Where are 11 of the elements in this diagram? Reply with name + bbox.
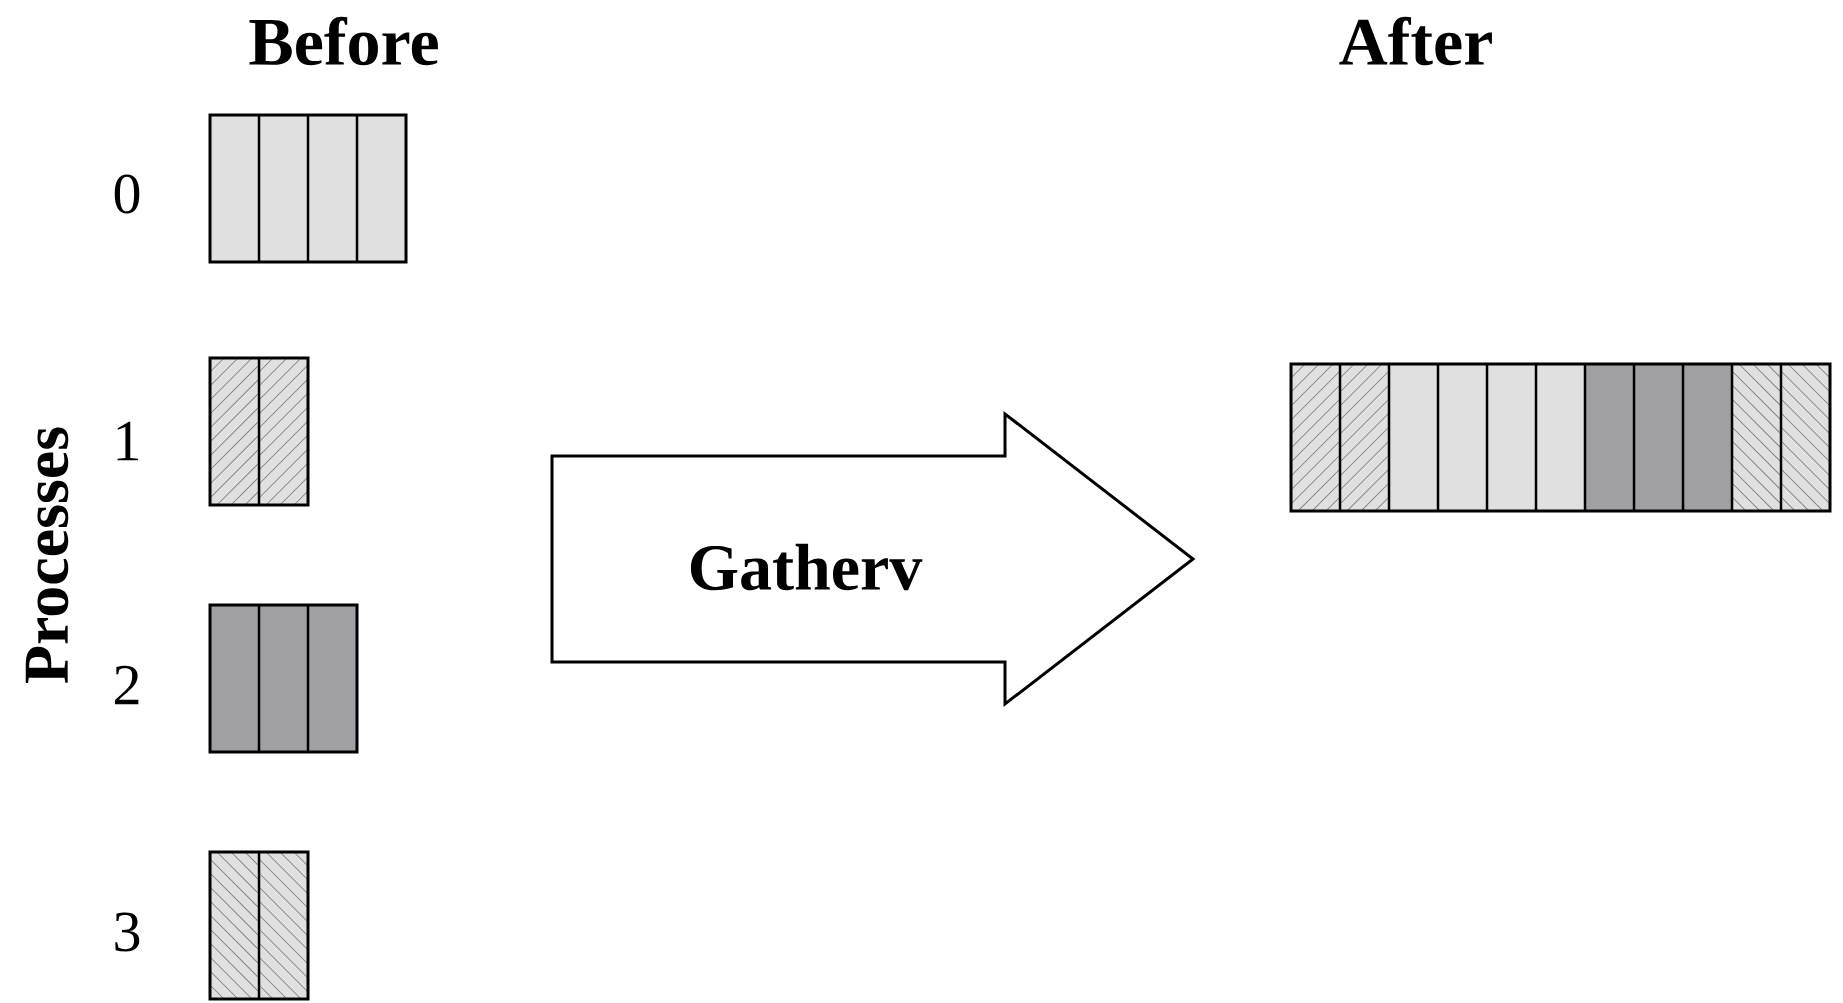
buffer-drawing [208,113,408,264]
process-number: 1 [117,421,139,461]
buffer-drawing [208,603,359,754]
buffer-drawing [208,356,310,507]
heading: Processes [25,427,69,684]
heading: After [1339,16,1492,66]
process-number: 2 [115,665,139,705]
process-number: 3 [115,912,140,952]
process-number: 0 [114,174,140,214]
buffer-drawing [1289,362,1832,513]
buffer-drawing [208,850,310,1001]
